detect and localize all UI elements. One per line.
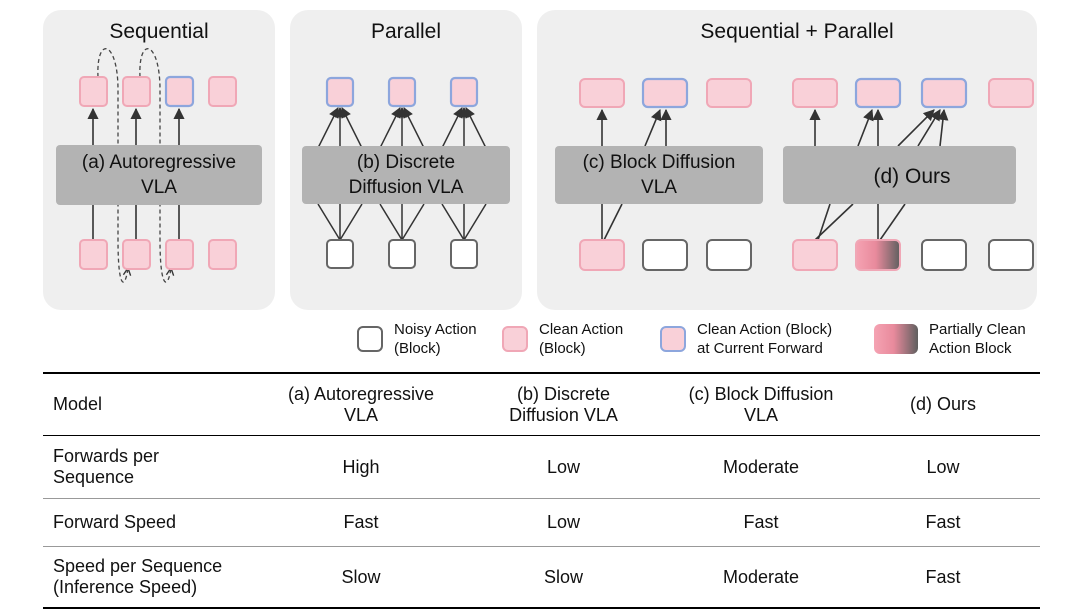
- table-cell: Fast: [846, 498, 1040, 547]
- table-header-cell: (c) Block Diffusion VLA: [676, 372, 846, 436]
- a-output-token-1: [79, 76, 108, 107]
- legend-label-clean: Clean Action (Block): [539, 321, 624, 357]
- table-cell: Forward Speed: [43, 498, 271, 547]
- b-input-token-1: [326, 239, 354, 269]
- legend-swatch-noisy: [357, 326, 383, 352]
- c-input-block-3-noisy: [706, 239, 752, 271]
- table-cell: Low: [846, 435, 1040, 499]
- b-output-token-3: [449, 76, 479, 108]
- panel-title-seq-par: Sequential + Parallel: [700, 20, 893, 43]
- model-label-b-line2: Diffusion VLA: [349, 177, 464, 198]
- a-output-token-3-current: [164, 75, 195, 108]
- b-output-token-1: [325, 76, 355, 108]
- model-label-d: (d) Ours: [873, 165, 950, 188]
- table-cell: Low: [451, 435, 676, 499]
- d-input-block-4-noisy: [988, 239, 1034, 271]
- a-input-token-4: [208, 239, 237, 270]
- table-header-cell: Model: [43, 372, 271, 436]
- c-output-block-3: [706, 78, 752, 108]
- a-output-token-4: [208, 76, 237, 107]
- model-label-a-line2: VLA: [141, 177, 177, 198]
- table-cell: Moderate: [676, 546, 846, 609]
- architecture-diagram: Sequential Parallel Sequential + Paralle…: [43, 10, 1037, 310]
- panel-title-sequential: Sequential: [109, 20, 208, 43]
- table-header-cell: (a) Autoregressive VLA: [271, 372, 451, 436]
- b-output-token-2: [387, 76, 417, 108]
- table-cell: Fast: [676, 498, 846, 547]
- diagram-d: (d) Ours: [783, 77, 1034, 271]
- table-cell: Fast: [846, 546, 1040, 609]
- c-input-block-1: [579, 239, 625, 271]
- diagram-b: (b) Discrete Diffusion VLA: [302, 76, 510, 269]
- legend-swatch-current: [660, 326, 686, 352]
- legend-label-partial: Partially Clean Action Block: [929, 321, 1026, 357]
- table-cell: Slow: [451, 546, 676, 609]
- model-box-b: [302, 146, 510, 204]
- model-box-c: [555, 146, 763, 204]
- d-output-block-3-current: [920, 77, 968, 109]
- model-box-a: [56, 145, 262, 205]
- table-cell: Moderate: [676, 435, 846, 499]
- table-cell: Fast: [271, 498, 451, 547]
- table-header-cell: (b) Discrete Diffusion VLA: [451, 372, 676, 436]
- table-header-cell: (d) Ours: [846, 372, 1040, 436]
- d-input-block-3-noisy: [921, 239, 967, 271]
- legend-swatch-partial: [874, 324, 918, 354]
- d-output-block-1: [792, 78, 838, 108]
- d-input-block-2-partial: [855, 239, 901, 271]
- a-input-token-2: [122, 239, 151, 270]
- diagram-a: (a) Autoregressive VLA: [56, 48, 262, 283]
- legend-label-noisy: Noisy Action (Block): [394, 321, 477, 357]
- table-cell: Slow: [271, 546, 451, 609]
- comparison-table: Model (a) Autoregressive VLA (b) Discret…: [43, 372, 1040, 609]
- c-output-block-1: [579, 78, 625, 108]
- a-output-token-2: [122, 76, 151, 107]
- c-input-block-2-noisy: [642, 239, 688, 271]
- model-label-c-line2: VLA: [641, 177, 677, 198]
- model-label-b-line1: (b) Discrete: [357, 152, 455, 173]
- d-output-block-2-current: [854, 77, 902, 109]
- table-row: Forwards per Sequence High Low Moderate …: [43, 435, 1040, 499]
- legend-swatch-clean: [502, 326, 528, 352]
- d-input-block-1: [792, 239, 838, 271]
- model-label-a-line1: (a) Autoregressive: [82, 152, 236, 173]
- d-output-block-4: [988, 78, 1034, 108]
- table-cell: Low: [451, 498, 676, 547]
- b-input-token-3: [450, 239, 478, 269]
- legend-label-current: Clean Action (Block) at Current Forward: [697, 321, 833, 357]
- model-label-c-line1: (c) Block Diffusion: [583, 152, 736, 173]
- panel-title-parallel: Parallel: [371, 20, 441, 43]
- table-row: Forward Speed Fast Low Fast Fast: [43, 498, 1040, 547]
- table-cell: Speed per Sequence (Inference Speed): [43, 546, 271, 609]
- c-output-block-2-current: [641, 77, 689, 109]
- diagram-c: (c) Block Diffusion VLA: [555, 77, 763, 271]
- table-row: Speed per Sequence (Inference Speed) Slo…: [43, 546, 1040, 609]
- a-input-token-3: [165, 239, 194, 270]
- a-input-token-1: [79, 239, 108, 270]
- legend: Noisy Action (Block) Clean Action (Block…: [0, 318, 1080, 364]
- b-input-token-2: [388, 239, 416, 269]
- table-header-row: Model (a) Autoregressive VLA (b) Discret…: [43, 372, 1040, 436]
- table-cell: High: [271, 435, 451, 499]
- model-box-d: [783, 146, 1016, 204]
- table-cell: Forwards per Sequence: [43, 435, 271, 499]
